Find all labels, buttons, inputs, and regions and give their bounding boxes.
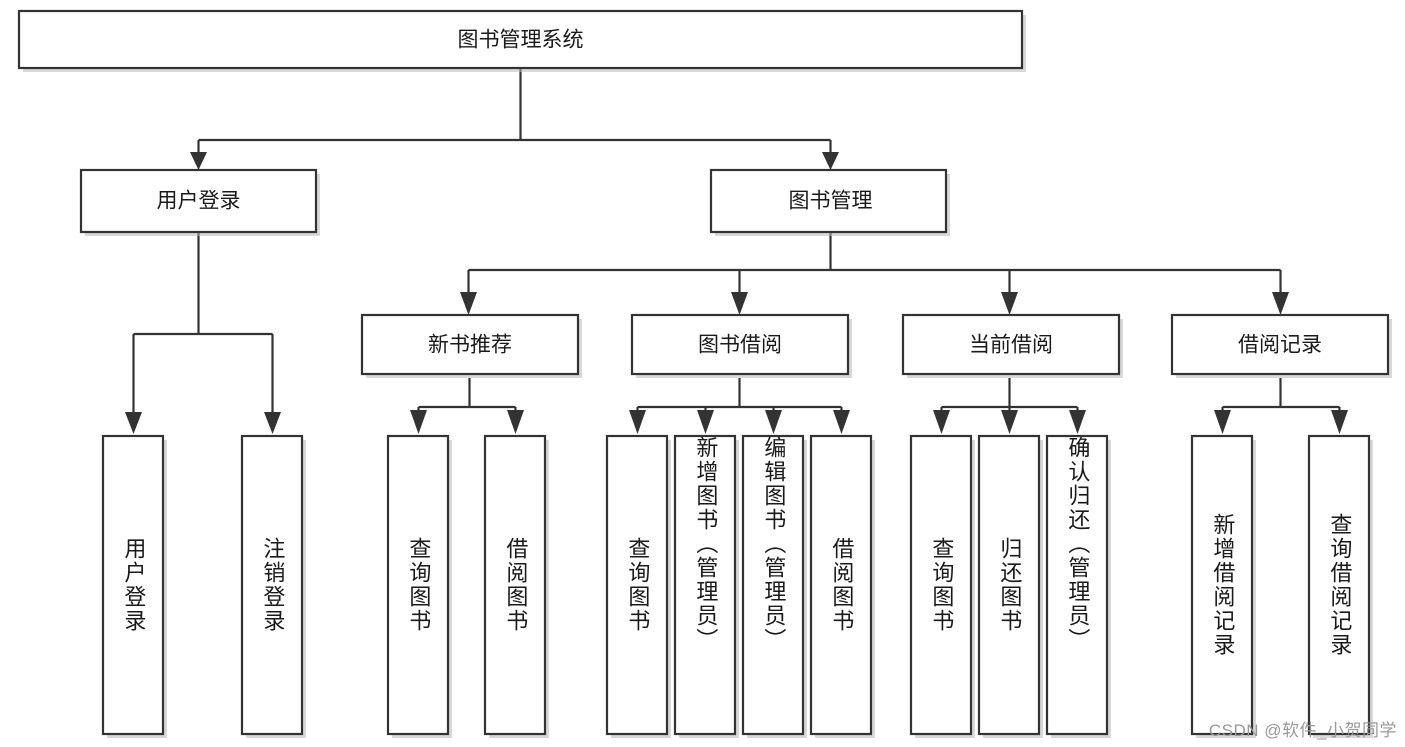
label-user-login: 用户登录 <box>157 190 241 213</box>
label-new-book-recommend: 新书推荐 <box>428 334 512 357</box>
arrow-to-book-borrow <box>731 292 748 315</box>
node-leaf-bb-edit-book[interactable] <box>741 434 805 736</box>
node-leaf-bb-add-book[interactable] <box>673 434 737 736</box>
arrow-to-new-book-recommend <box>460 292 477 315</box>
arrow-to-leaf-bb-edit <box>765 410 782 434</box>
arrow-to-leaf-rec-query <box>410 410 427 434</box>
node-current-borrow[interactable] <box>901 313 1121 376</box>
node-leaf-bb-borrow-book[interactable] <box>809 434 873 736</box>
arrow-to-borrow-record <box>1272 292 1289 315</box>
node-new-book-recommend[interactable] <box>360 313 580 376</box>
arrow-to-leaf-br-query <box>1331 410 1348 434</box>
node-book-management[interactable] <box>709 168 948 234</box>
node-user-login[interactable] <box>79 168 318 234</box>
node-leaf-logout[interactable] <box>240 434 304 736</box>
node-leaf-rec-borrow-book[interactable] <box>483 434 547 736</box>
arrow-to-leaf-bb-borrow <box>833 410 850 434</box>
node-leaf-user-login[interactable] <box>101 434 165 736</box>
arrow-to-leaf-bb-query <box>629 410 646 434</box>
node-root[interactable] <box>17 9 1024 70</box>
node-leaf-cb-query-book[interactable] <box>909 434 973 736</box>
arrow-to-leaf-bb-add <box>697 410 714 434</box>
label-book-management: 图书管理 <box>789 190 873 213</box>
label-book-borrow: 图书借阅 <box>698 334 782 357</box>
label-current-borrow: 当前借阅 <box>969 334 1053 357</box>
arrow-to-current-borrow <box>1001 292 1018 315</box>
node-label-group: 图书管理系统 用户登录 图书管理 新书推荐 图书借阅 当前借阅 借阅记录 <box>157 29 1323 357</box>
arrow-to-book-mgmt <box>822 152 839 170</box>
arrow-to-leaf-cb-query <box>933 410 950 434</box>
connector-group <box>125 68 1348 434</box>
arrow-to-leaf-logout <box>264 412 281 434</box>
arrow-to-leaf-rec-borrow <box>507 410 524 434</box>
node-borrow-record[interactable] <box>1170 313 1390 376</box>
node-leaf-br-query-record[interactable] <box>1307 434 1371 736</box>
label-root: 图书管理系统 <box>458 29 584 52</box>
node-book-borrow[interactable] <box>630 313 850 376</box>
arrow-to-leaf-cb-confirm <box>1069 410 1086 434</box>
node-leaf-cb-confirm-return[interactable] <box>1045 434 1109 736</box>
csdn-watermark: CSDN @软件_小贺同学 <box>1208 721 1397 740</box>
arrow-to-leaf-cb-return <box>1001 410 1018 434</box>
node-leaf-br-add-record[interactable] <box>1190 434 1254 736</box>
label-borrow-record: 借阅记录 <box>1238 334 1322 357</box>
node-leaf-bb-query-book[interactable] <box>605 434 669 736</box>
node-leaf-cb-return-book[interactable] <box>977 434 1041 736</box>
arrow-to-leaf-user-login <box>125 412 142 434</box>
arrow-to-leaf-br-add <box>1214 410 1231 434</box>
node-box-group <box>17 9 1392 738</box>
arrow-to-user-login <box>190 152 207 170</box>
node-leaf-rec-query-book[interactable] <box>386 434 450 736</box>
